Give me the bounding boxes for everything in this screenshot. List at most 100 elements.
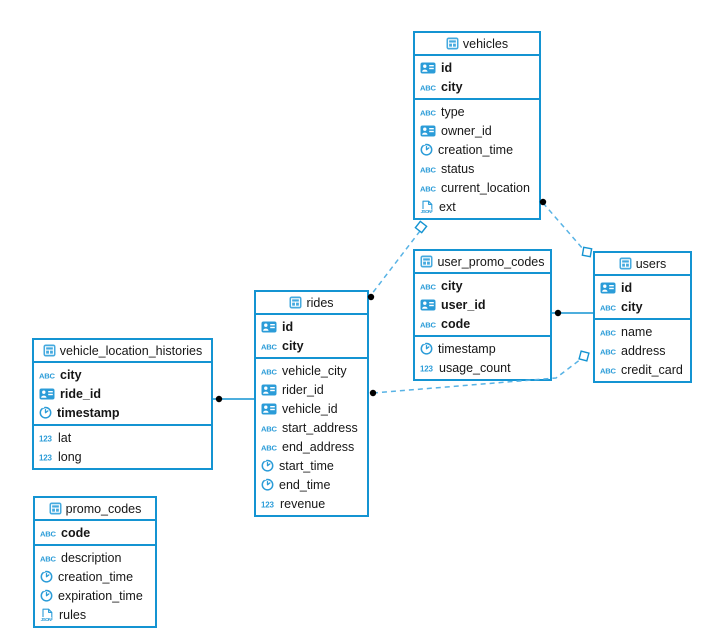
column-name: creation_time [438, 142, 514, 157]
svg-text:ABC: ABC [420, 108, 436, 117]
relation-user_promo_codes-users[interactable] [552, 309, 593, 317]
clock-icon [40, 589, 53, 602]
svg-text:ABC: ABC [600, 347, 616, 356]
json-icon: JSON [420, 200, 433, 214]
text-type-icon: ABC [420, 83, 436, 92]
column-name: vehicle_city [282, 363, 347, 378]
clock-icon [420, 342, 433, 355]
text-type-icon: ABC [420, 320, 436, 329]
column-name: owner_id [441, 123, 492, 138]
column-name: expiration_time [58, 588, 143, 603]
svg-text:ABC: ABC [600, 303, 616, 312]
table-icon [420, 255, 433, 268]
table-header-user_promo_codes[interactable]: user_promo_codes [415, 251, 550, 274]
table-header-promo_codes[interactable]: promo_codes [35, 498, 155, 521]
column-name: code [441, 316, 471, 331]
table-header-users[interactable]: users [595, 253, 690, 276]
column-name: name [621, 324, 653, 339]
column-city: ABC city [595, 297, 690, 316]
table-header-rides[interactable]: rides [256, 292, 367, 315]
column-timestamp: timestamp [415, 339, 550, 358]
column-name: credit_card [621, 362, 683, 377]
relation-vehicles-users[interactable] [539, 198, 593, 258]
text-type-icon: ABC [600, 328, 616, 337]
column-name: start_address [282, 420, 358, 435]
column-name: status [441, 161, 475, 176]
column-name: city [60, 367, 82, 382]
clock-icon [39, 406, 52, 419]
column-name: type [441, 104, 465, 119]
svg-text:ABC: ABC [600, 366, 616, 375]
svg-text:ABC: ABC [420, 282, 436, 291]
column-name: ext [439, 199, 456, 214]
svg-text:123: 123 [39, 434, 53, 443]
text-type-icon: ABC [420, 108, 436, 117]
column-name: timestamp [57, 405, 120, 420]
svg-text:ABC: ABC [261, 424, 277, 433]
column-name: id [441, 60, 453, 75]
column-credit_card: ABC credit_card [595, 360, 690, 379]
column-name: city [621, 299, 643, 314]
column-start_time: start_time [256, 456, 367, 475]
column-name: vehicle_id [282, 401, 338, 416]
table-title: promo_codes [65, 501, 142, 516]
column-ext: JSON ext [415, 197, 539, 216]
column-creation_time: creation_time [415, 140, 539, 159]
svg-text:ABC: ABC [420, 184, 436, 193]
column-user_id: user_id [415, 295, 550, 314]
svg-text:ABC: ABC [420, 320, 436, 329]
relation-vehicle_location_histories-rides[interactable] [213, 395, 254, 403]
text-type-icon: ABC [420, 184, 436, 193]
id-badge-icon [600, 282, 616, 293]
text-type-icon: ABC [420, 165, 436, 174]
text-type-icon: ABC [600, 366, 616, 375]
id-badge-icon [261, 321, 277, 332]
svg-text:ABC: ABC [40, 529, 56, 538]
table-header-vehicles[interactable]: vehicles [415, 33, 539, 56]
endpoint-dot-icon [369, 389, 377, 397]
column-start_address: ABC start_address [256, 418, 367, 437]
column-owner_id: owner_id [415, 121, 539, 140]
svg-text:JSON: JSON [41, 617, 53, 622]
column-name: end_address [282, 439, 355, 454]
table-header-vehicle_location_histories[interactable]: vehicle_location_histories [34, 340, 211, 363]
column-name: revenue [280, 496, 326, 511]
column-name: ABC name [595, 322, 690, 341]
table-title: rides [306, 295, 334, 310]
column-name: id [621, 280, 633, 295]
column-name: lat [58, 430, 72, 445]
column-name: code [61, 525, 91, 540]
endpoint-square-icon [581, 246, 593, 258]
svg-text:ABC: ABC [261, 443, 277, 452]
svg-text:123: 123 [420, 364, 434, 373]
endpoint-dot-icon [554, 309, 562, 317]
column-name: city [441, 278, 463, 293]
column-code: ABC code [415, 314, 550, 333]
table-icon [49, 502, 62, 515]
table-title: user_promo_codes [437, 254, 545, 269]
id-badge-icon [420, 125, 436, 136]
column-name: address [621, 343, 666, 358]
column-type: ABC type [415, 102, 539, 121]
column-id: id [595, 278, 690, 297]
endpoint-square-icon [414, 220, 428, 234]
column-end_address: ABC end_address [256, 437, 367, 456]
text-type-icon: ABC [261, 443, 277, 452]
svg-text:ABC: ABC [420, 165, 436, 174]
